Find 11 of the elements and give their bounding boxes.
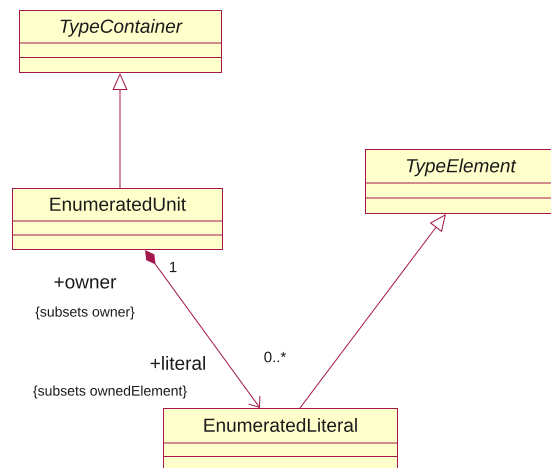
class-box: TypeElement: [364, 149, 551, 214]
generalization-arrow: [300, 214, 446, 408]
role-name: +owner: [54, 277, 116, 289]
constraint-label: {subsets owner}: [35, 306, 135, 320]
multiplicity-label: 0..*: [264, 352, 286, 362]
class-box: EnumeratedLiteral: [162, 408, 398, 468]
class-box: TypeContainer: [18, 10, 222, 73]
constraint-label: {subsets ownedElement}: [33, 385, 187, 398]
class-box: EnumeratedUnit: [12, 188, 223, 250]
multiplicity-label: 1: [170, 262, 176, 272]
role-name: +literal: [150, 356, 205, 370]
